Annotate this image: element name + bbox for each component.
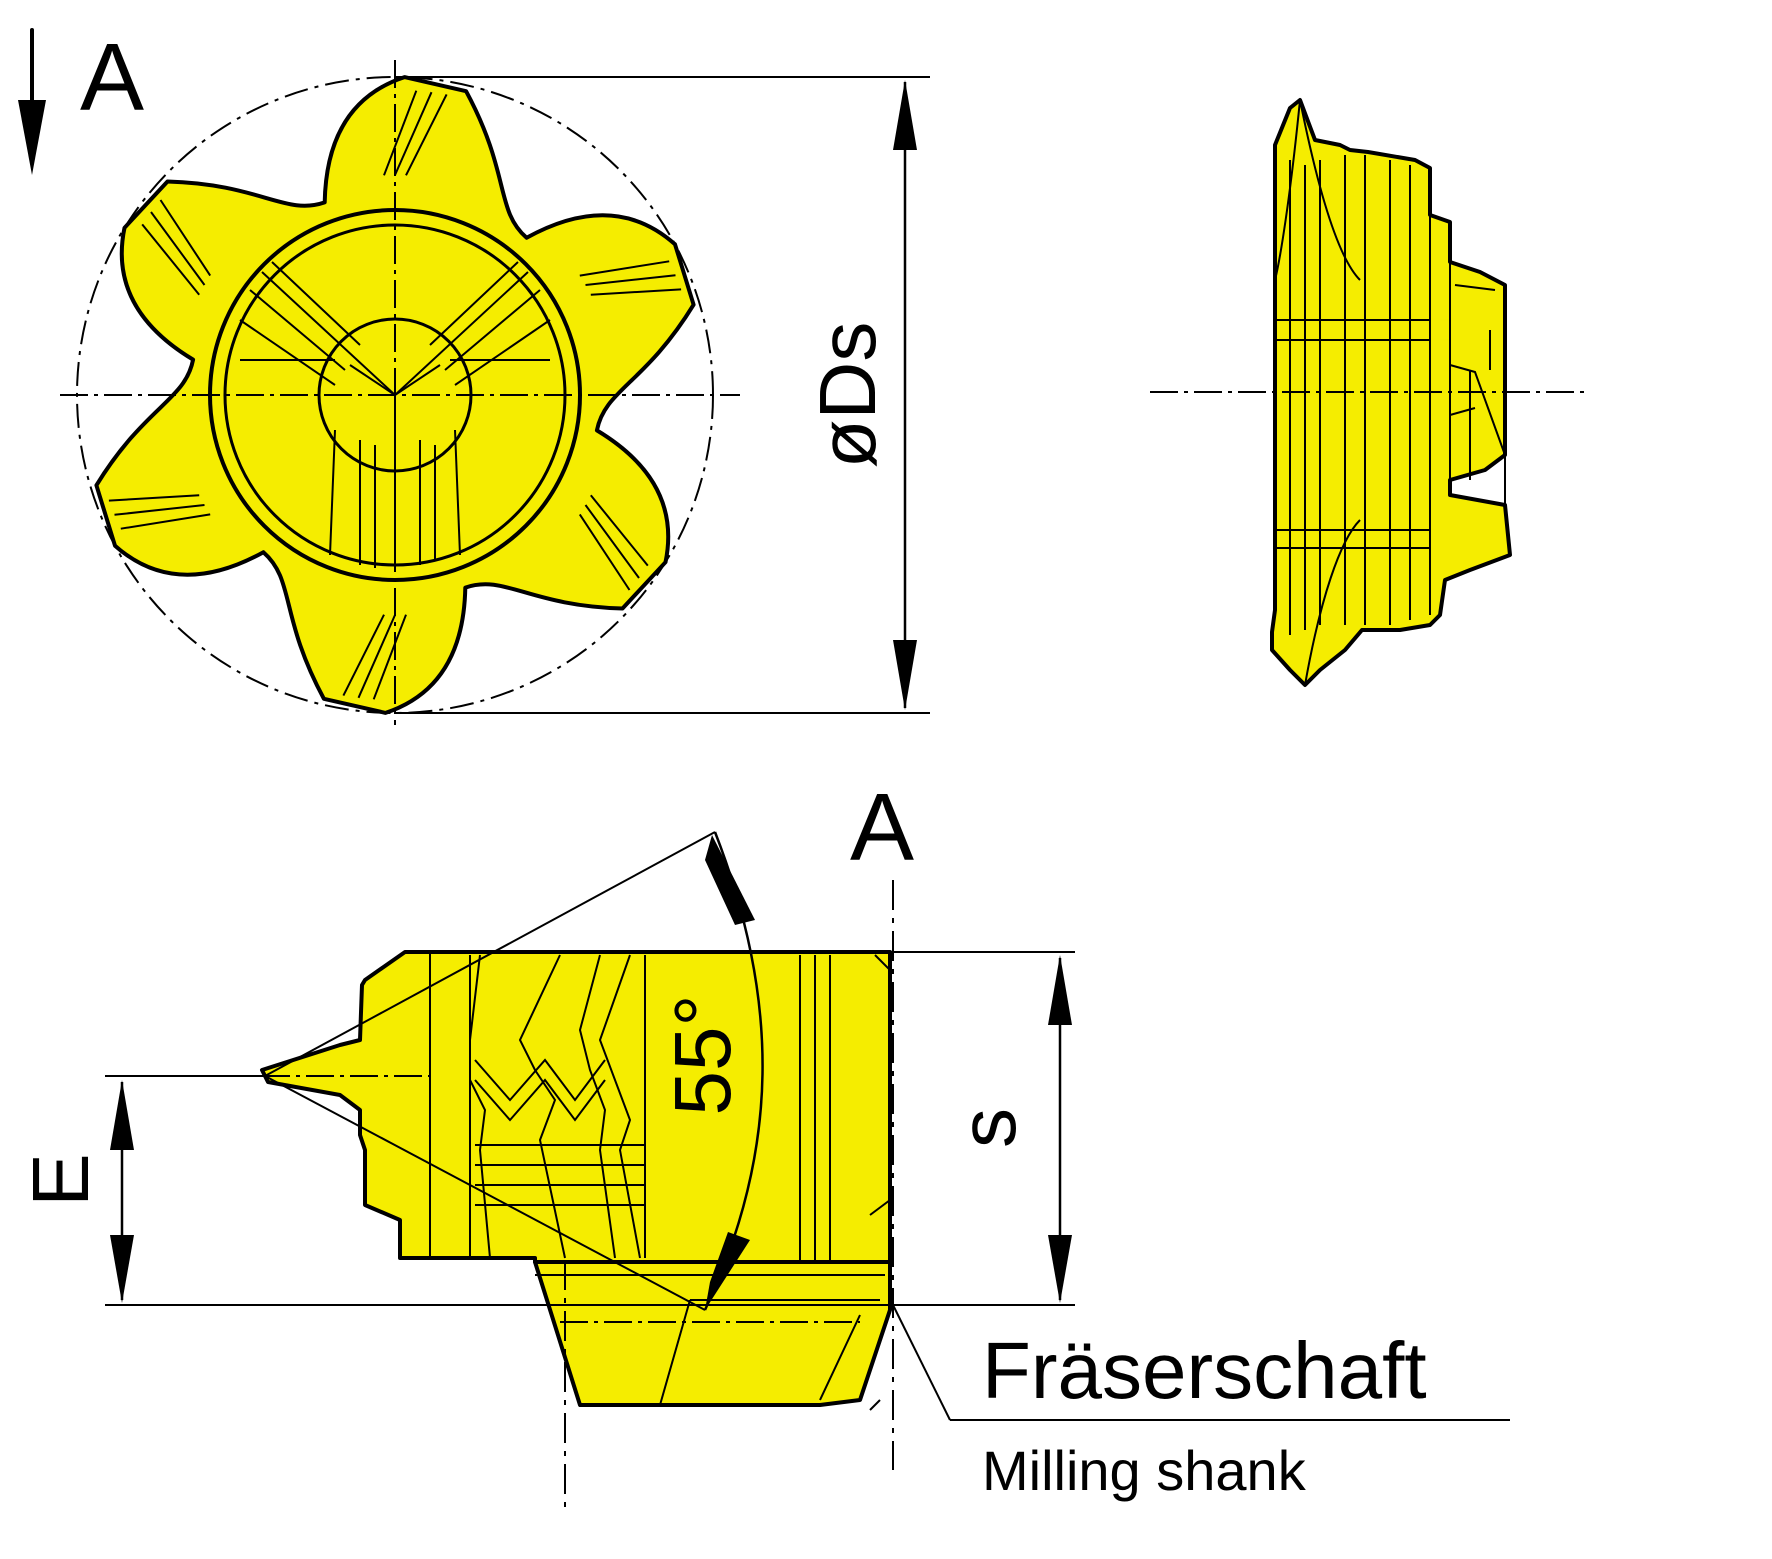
flute-edge-line [120,513,211,530]
flute-edge-line [150,211,206,286]
diameter-dimension: øDs [395,76,930,714]
front-view: A [18,24,740,725]
flute-edge-line [141,223,200,296]
view-marker-top: A [80,24,144,131]
shank-leader: Fräserschaft Milling shank [892,1304,1510,1502]
flute-edge-line [114,504,205,516]
flute-edge-line [342,614,385,697]
angle-arrow-top [705,835,755,925]
offset-dimension: E [16,1075,890,1306]
flute-edge-line [108,494,200,502]
hub-spokes [239,261,551,568]
shank-label-de: Fräserschaft [982,1326,1427,1415]
view-marker-section: A [850,774,914,881]
flute-edge-line [372,614,407,700]
offset-label: E [16,1153,105,1206]
section-details [429,952,891,1411]
width-label: s [943,1108,1032,1148]
flute-edge-line [357,614,396,699]
flute-edge-line [590,494,649,567]
flute-edge-line [579,260,670,277]
shank-label-en: Milling shank [982,1439,1307,1502]
flute-edge-line [159,199,212,277]
flute-edge-line [590,288,682,296]
flute-edge-line [383,90,418,176]
cutter-body [260,950,892,1264]
flute-edge-line [394,91,433,176]
flute-edge-line [585,274,676,286]
angle-label: 55° [658,995,747,1116]
flute-edge-line [584,504,640,579]
section-view: 55° A [260,774,914,1510]
view-arrow-head [18,100,46,175]
angle-arrow-bottom [705,1232,750,1310]
flute-edge-line [578,513,631,591]
flute-edge-line [405,93,448,176]
width-dimension: s [890,951,1075,1306]
diameter-label: øDs [803,322,892,469]
side-view [1150,98,1590,687]
